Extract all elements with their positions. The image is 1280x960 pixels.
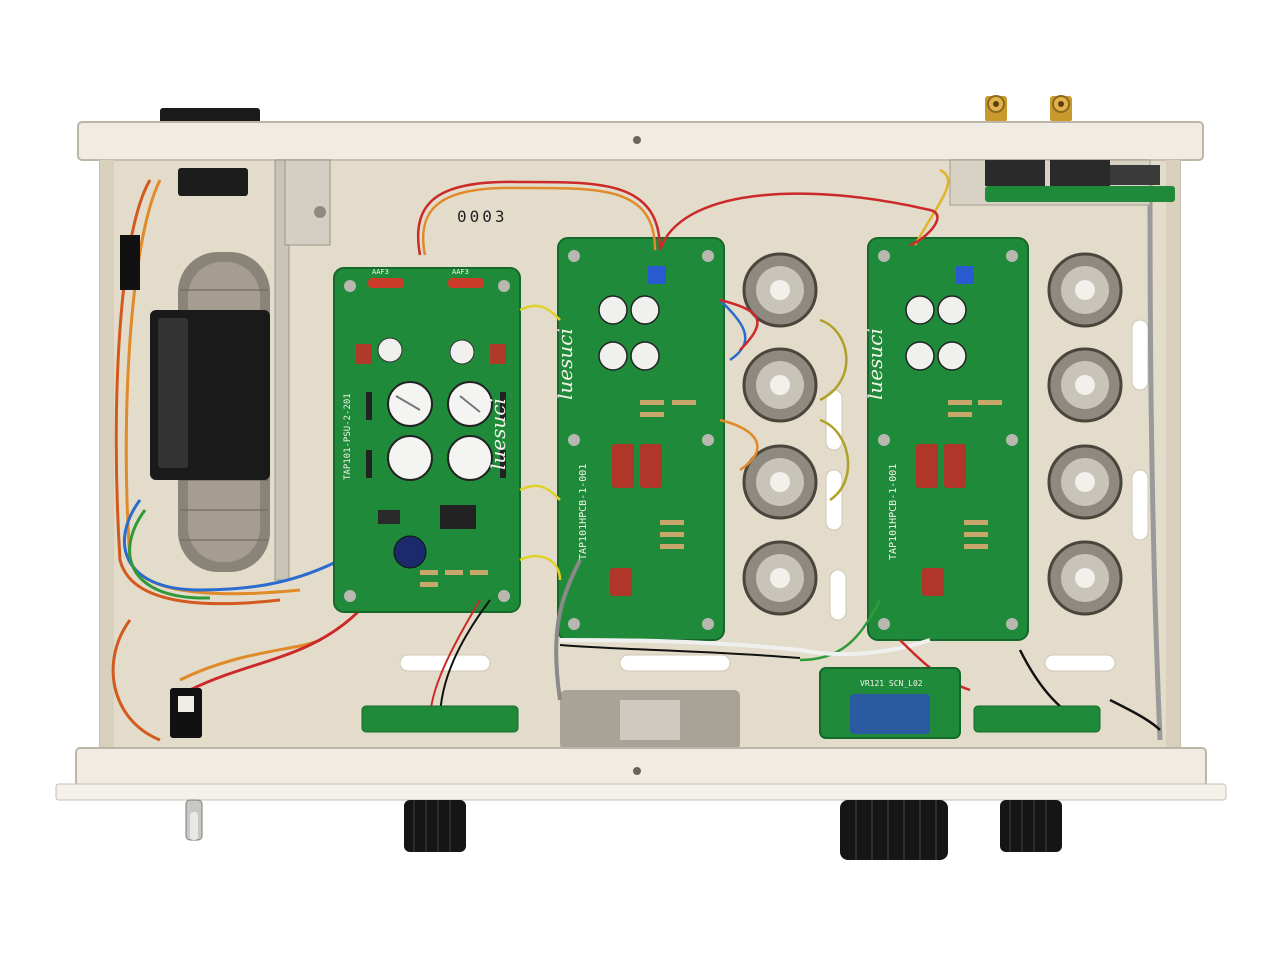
chassis-right-wall [1166, 160, 1180, 750]
front-control-board-right [973, 705, 1101, 733]
board-part-number: TAP101HPCB-1-001 [888, 464, 899, 560]
coupling-capacitors [905, 295, 967, 371]
serial-number: 0003 [457, 207, 508, 226]
fuse-holder [120, 235, 140, 290]
filter-capacitors [387, 381, 493, 481]
amplifier-board-right: luesuci TAP101HPCB-1-001 [863, 237, 1029, 641]
front-control-board-left [361, 705, 519, 733]
chassis-left-wall [100, 160, 114, 750]
switch-connector [178, 696, 194, 712]
vacuum-tubes-left [742, 252, 818, 616]
bracket-tab [284, 159, 331, 246]
film-capacitor [610, 568, 632, 596]
fuse [448, 278, 484, 288]
board-part-number: TAP101-PSU-2-201 [343, 393, 353, 480]
board-label: VR121 SCN_L02 [860, 679, 923, 688]
vacuum-tubes-right [1047, 252, 1123, 616]
output-jack-board [949, 159, 1175, 206]
trim-potentiometer [956, 266, 974, 284]
front-faceplate [55, 783, 1227, 801]
selector-board: VR121 SCN_L02 [819, 667, 961, 739]
power-switch-body [170, 688, 202, 738]
selector-knob [840, 800, 948, 860]
transformer-wiring [111, 179, 362, 742]
power-toggle-switch [185, 799, 203, 841]
film-capacitor [944, 444, 966, 488]
film-capacitor [922, 568, 944, 596]
toroidal-transformer [150, 252, 270, 572]
fuse-label: AAF3 [452, 268, 469, 276]
board-logo: luesuci [486, 398, 510, 470]
amplifier-board-left: luesuci TAP101HPCB-1-001 [553, 237, 725, 641]
film-capacitor [916, 444, 938, 488]
trim-potentiometer [648, 266, 666, 284]
fuse-label: AAF3 [372, 268, 389, 276]
iec-inner-connector [178, 168, 248, 196]
board-logo: luesuci [863, 328, 887, 400]
volume-knob-left [404, 800, 466, 852]
bracket-screw [314, 206, 326, 218]
front-panel-screw [633, 767, 641, 775]
rear-panel-screw [633, 136, 641, 144]
film-capacitor [640, 444, 662, 488]
rca-input-jacks [985, 95, 1072, 122]
fuse [368, 278, 404, 288]
board-logo: luesuci [553, 328, 577, 400]
front-panel-inner [75, 747, 1207, 787]
film-capacitor [612, 444, 634, 488]
coupling-capacitors [598, 295, 660, 371]
board-part-number: TAP101HPCB-1-001 [578, 464, 589, 560]
headphone-jack [620, 700, 680, 740]
power-supply-board: AAF3 AAF3 luesuci TAP101-PSU-2-201 [333, 267, 521, 613]
volume-knob-right [1000, 800, 1062, 852]
